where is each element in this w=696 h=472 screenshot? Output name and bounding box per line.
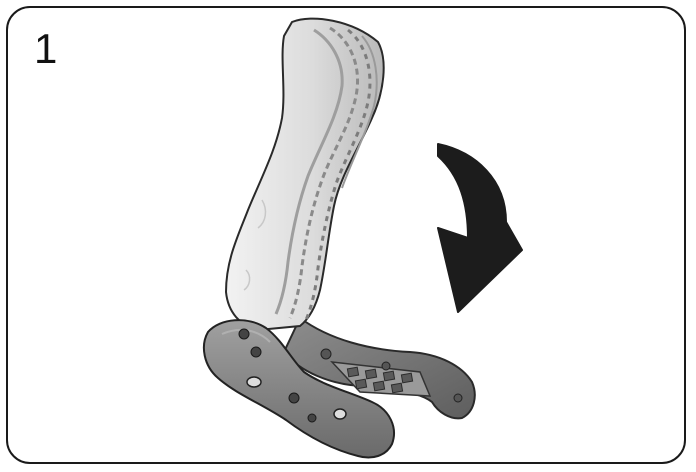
backrest-icon bbox=[226, 19, 384, 330]
rotate-down-arrow-icon bbox=[438, 144, 522, 312]
